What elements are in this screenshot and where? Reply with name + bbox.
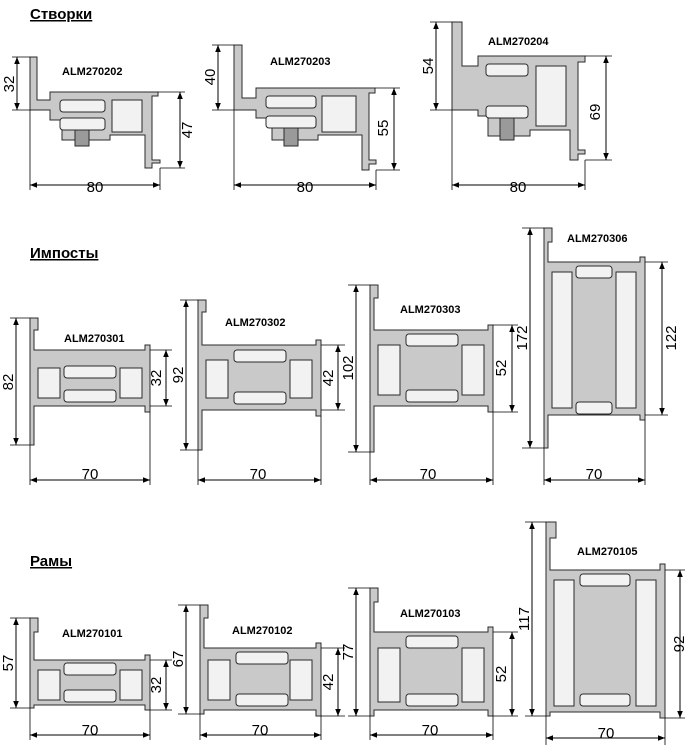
section-title-ramy: Рамы [30, 553, 72, 570]
dim-width-alm270302: 70 [250, 466, 267, 483]
profile-alm270302: ALM270302 92 42 70 [170, 299, 345, 485]
dim-left-alm270102: 67 [170, 651, 187, 668]
dim-width-alm270102: 70 [252, 722, 269, 739]
dim-width-alm270204: 80 [510, 179, 527, 196]
code-alm270302: ALM270302 [225, 317, 286, 329]
dim-right-alm270204: 69 [587, 104, 604, 121]
dim-width-alm270306: 70 [586, 466, 603, 483]
code-alm270102: ALM270102 [232, 625, 293, 637]
dim-left-alm270101: 57 [0, 655, 17, 672]
profile-alm270306: ALM270306 172 122 70 [514, 227, 680, 485]
profile-alm270303: ALM270303 102 52 70 [340, 284, 518, 485]
dim-width-alm270202: 80 [87, 179, 104, 196]
section-title-imposty: Импосты [30, 245, 98, 262]
dim-right-alm270302: 42 [320, 370, 337, 387]
profile-alm270105: ALM270105 117 92 70 [516, 521, 688, 745]
code-alm270204: ALM270204 [488, 36, 549, 48]
dim-right-alm270203: 55 [375, 120, 392, 137]
dim-right-alm270102: 42 [320, 674, 337, 691]
dim-left-alm270306: 172 [514, 325, 531, 350]
dim-width-alm270303: 70 [420, 466, 437, 483]
dim-right-alm270202: 47 [179, 122, 196, 139]
dim-left-alm270204: 54 [420, 58, 437, 75]
code-alm270101: ALM270101 [62, 628, 123, 640]
code-alm270306: ALM270306 [567, 233, 628, 245]
dim-right-alm270303: 52 [493, 360, 510, 377]
dim-width-alm270103: 70 [422, 722, 439, 739]
dim-width-alm270203: 80 [297, 179, 314, 196]
dim-width-alm270105: 70 [598, 725, 615, 742]
dim-right-alm270306: 122 [663, 325, 680, 350]
dim-right-alm270301: 32 [148, 370, 165, 387]
dim-width-alm270301: 70 [82, 466, 99, 483]
dim-right-alm270101: 32 [148, 677, 165, 694]
code-alm270105: ALM270105 [577, 546, 638, 558]
code-alm270301: ALM270301 [64, 333, 125, 345]
profile-alm270204: ALM270204 54 69 80 [420, 21, 612, 196]
profile-alm270301: ALM270301 82 32 70 [0, 317, 172, 485]
dim-right-alm270105: 92 [671, 636, 688, 653]
code-alm270202: ALM270202 [62, 66, 123, 78]
dim-left-alm270302: 92 [170, 367, 187, 384]
profile-alm270202: ALM270202 32 47 80 [1, 56, 196, 196]
profile-alm270203: ALM270203 40 55 80 [202, 44, 400, 196]
dim-left-alm270303: 102 [340, 355, 357, 380]
dim-right-alm270103: 52 [493, 666, 510, 683]
code-alm270103: ALM270103 [400, 608, 461, 620]
profile-alm270103: ALM270103 77 52 70 [340, 587, 518, 740]
profile-alm270102: ALM270102 67 42 70 [170, 604, 345, 740]
code-alm270203: ALM270203 [270, 56, 331, 68]
dim-width-alm270101: 70 [82, 722, 99, 739]
section-title-stvorki: Створки [30, 6, 92, 23]
dim-left-alm270301: 82 [0, 374, 17, 391]
dim-left-alm270203: 40 [202, 69, 219, 86]
profile-alm270101: ALM270101 57 32 70 [0, 617, 172, 740]
dim-left-alm270202: 32 [1, 76, 18, 93]
dim-left-alm270105: 117 [516, 607, 533, 631]
dim-left-alm270103: 77 [340, 644, 357, 661]
code-alm270303: ALM270303 [400, 304, 461, 316]
